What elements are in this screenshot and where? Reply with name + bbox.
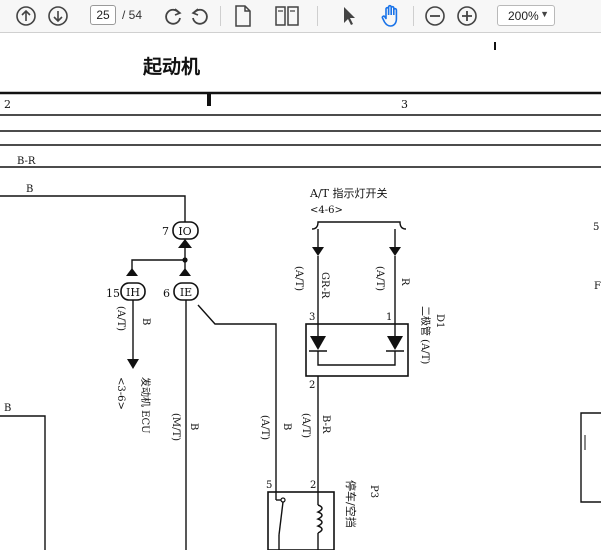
page-number-input[interactable] <box>90 5 116 25</box>
wire-color-ih: B <box>140 318 151 325</box>
right-box <box>580 412 601 503</box>
wire-color-mid: B <box>281 423 292 430</box>
engine-ecu-ref: <3-6> <box>115 377 126 410</box>
toolbar-separator <box>413 6 414 26</box>
toolbar-separator <box>220 6 221 26</box>
connector-ie-pin: 6 <box>163 287 170 300</box>
connector-ie-label: IE <box>180 286 192 299</box>
relay-box <box>267 491 335 550</box>
wire <box>197 304 277 485</box>
left-box <box>0 415 46 550</box>
bracket <box>311 221 407 230</box>
zoom-select[interactable]: 200% ▼ <box>497 5 555 26</box>
scroll-up-icon[interactable] <box>13 3 39 29</box>
diode-pin-2: 2 <box>309 380 315 391</box>
diode-symbol <box>387 336 403 350</box>
rotate-cw-icon[interactable] <box>160 3 186 29</box>
connector-arrow <box>179 268 191 276</box>
wire <box>317 351 396 366</box>
wire-note-mid: (A/T) <box>259 415 270 440</box>
connector-arrow <box>127 359 139 369</box>
toolbar-separator <box>317 6 318 26</box>
rotate-ccw-icon[interactable] <box>187 3 213 29</box>
at-indicator-ref: <4-6> <box>310 205 343 216</box>
connector-arrow <box>126 268 138 276</box>
diode-symbol <box>310 336 326 350</box>
wire-note-r: (A/T) <box>374 266 385 291</box>
connector-arrow <box>178 239 192 248</box>
select-cursor-icon[interactable] <box>337 3 361 29</box>
connector-io-pin: 7 <box>162 225 169 238</box>
page-total: / 54 <box>122 8 143 22</box>
ruler-label-2: 2 <box>4 98 11 111</box>
wire-note-ie: (M/T) <box>170 413 181 441</box>
single-page-icon[interactable] <box>231 3 255 29</box>
right-label-f: F <box>594 281 601 292</box>
wire-note-ih: (A/T) <box>115 306 126 331</box>
diagram-title: 起动机 <box>142 56 200 78</box>
chevron-down-icon: ▼ <box>540 9 549 19</box>
wire-color-br: B-R <box>320 415 331 434</box>
relay-id: P3 <box>368 485 379 498</box>
relay-label: 停车/空挡 <box>344 480 358 528</box>
zoom-value: 200% <box>508 9 539 23</box>
zoom-in-icon[interactable] <box>454 3 480 29</box>
right-label-5: 5 <box>593 222 599 233</box>
diode-box <box>305 323 409 377</box>
connector-ih-pin: 15 <box>106 287 120 300</box>
relay-coil <box>316 504 323 534</box>
relay-pin-2: 2 <box>310 480 316 491</box>
diode-pin-3: 3 <box>309 312 315 323</box>
pdf-toolbar: / 54 200% ▼ <box>0 0 601 33</box>
diode-label: 二极管 (A/T) <box>419 306 432 364</box>
wire-color-r: R <box>399 278 410 286</box>
zoom-out-icon[interactable] <box>422 3 448 29</box>
relay-pin-5: 5 <box>266 480 272 491</box>
wire-color-ie: B <box>188 423 199 430</box>
ruler-tick <box>207 93 211 106</box>
connector-io-label: IO <box>178 225 191 238</box>
switch-arm <box>278 501 284 536</box>
hand-tool-icon[interactable] <box>378 3 404 29</box>
left-b-label: B <box>4 403 11 414</box>
wire-label-b: B <box>26 184 33 195</box>
connector-arrow <box>312 247 324 256</box>
wire-note-grr: (A/T) <box>293 266 304 291</box>
document-viewport[interactable]: 起动机 2 3 B-R B 7 IO 15 IH 6 IE ( <box>0 33 601 550</box>
wiring-diagram: 起动机 2 3 B-R B 7 IO 15 IH 6 IE ( <box>0 42 601 550</box>
wire-label-br: B-R <box>17 156 36 167</box>
ruler-label-3: 3 <box>401 98 408 111</box>
connector-arrow <box>389 247 401 256</box>
diode-id: D1 <box>434 314 445 328</box>
two-page-icon[interactable] <box>274 3 300 29</box>
connector-io <box>172 221 199 240</box>
wire-b <box>0 195 186 222</box>
engine-ecu-label: 发动机 ECU <box>139 377 152 434</box>
switch-contact <box>280 497 286 503</box>
at-indicator-switch: A/T 指示灯开关 <box>309 186 387 200</box>
wire <box>131 259 185 270</box>
wire-note-br: (A/T) <box>300 413 311 438</box>
wire-color-grr: GR-R <box>319 272 330 299</box>
diode-pin-1: 1 <box>386 312 392 323</box>
scroll-down-icon[interactable] <box>45 3 71 29</box>
connector-ih-label: IH <box>126 286 140 299</box>
